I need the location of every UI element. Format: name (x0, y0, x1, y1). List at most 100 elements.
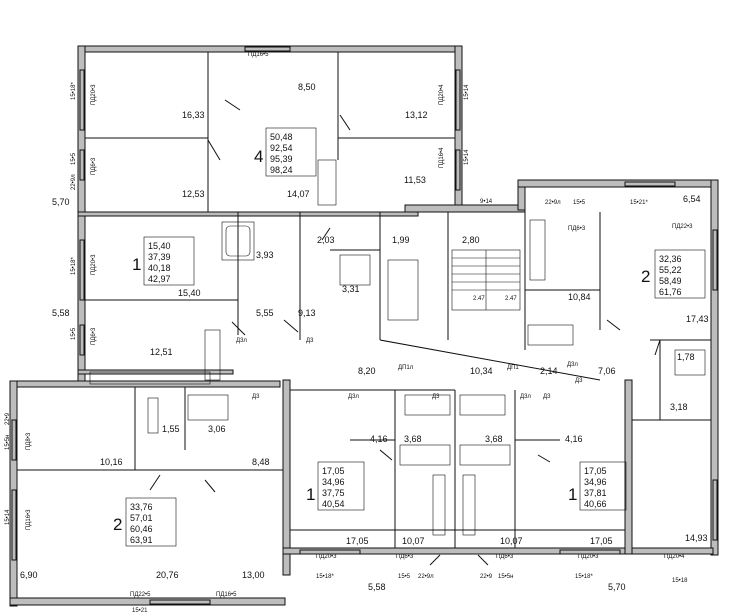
room-area: 3,68 (404, 434, 422, 444)
doors (149, 99, 661, 566)
tag: Д3л (567, 362, 578, 368)
tag: ПД16•5 (216, 592, 237, 598)
room-area: 8,48 (252, 457, 270, 467)
apt-cr-area-4: 40,66 (584, 499, 607, 509)
apt-top-room-count: 4 (254, 147, 263, 166)
stair-mark-2: 2.47 (505, 296, 517, 302)
room-area: 5,70 (52, 197, 70, 207)
tag: Д3 (543, 394, 551, 400)
room-area: 2,80 (462, 235, 480, 245)
room-area: 11,53 (404, 175, 426, 185)
tag: ПД6•3 (91, 327, 97, 345)
room-area: 16,33 (182, 110, 205, 120)
apt-cl-area-1: 17,05 (322, 466, 345, 476)
room-area: 13,00 (242, 570, 265, 580)
room-area: 10,07 (500, 536, 523, 546)
tag: Д3 (575, 378, 583, 384)
room-area: 10,16 (100, 457, 123, 467)
room-area: 5,70 (608, 582, 626, 592)
apartment-1room-center-right: 1 17,05 34,96 37,81 40,66 4,16 3,68 17,0… (485, 434, 708, 592)
tag: 15•5 (71, 152, 77, 165)
apt-cr-area-3: 37,81 (584, 488, 607, 498)
apt-cr-room-count: 1 (568, 485, 577, 504)
tag: 15•21 (132, 608, 148, 614)
room-area: 3,18 (670, 402, 688, 412)
room-area: 6,54 (683, 194, 701, 204)
tag: ПД20•3 (91, 254, 97, 275)
apt-left-room-count: 1 (132, 255, 141, 274)
tag: Д3 (306, 338, 314, 344)
room-area: 10,84 (568, 292, 591, 302)
apt-cl-area-2: 34,96 (322, 477, 345, 487)
tag: Д3 (252, 394, 260, 400)
room-area: 5,58 (368, 582, 386, 592)
tag: ПД22•3 (672, 224, 693, 230)
apt-right-area-2: 55,22 (659, 265, 682, 275)
room-area: 3,93 (256, 250, 274, 260)
apt-left-area-1: 15,40 (148, 241, 171, 251)
stair: 2.47 2.47 (451, 249, 521, 311)
tag: ПД20•4 (439, 84, 445, 105)
tag: 15•5 (71, 327, 77, 340)
stair-mark-1: 2.47 (473, 296, 485, 302)
room-area: 5,58 (52, 308, 70, 318)
tag: 15•18* (575, 574, 593, 580)
room-area: 17,05 (590, 536, 613, 546)
apt-right-area-3: 58,49 (659, 276, 682, 286)
tag: ПД6•3 (496, 554, 514, 560)
tag: ПД20•3 (316, 554, 337, 560)
room-area: 3,06 (208, 424, 226, 434)
apt-top-area-1: 50,48 (270, 132, 293, 142)
room-area: 14,07 (287, 189, 310, 199)
apt-top-area-3: 95,39 (270, 154, 293, 164)
tag: 15•14 (464, 84, 470, 100)
tag: ПД6•3 (91, 157, 97, 175)
tag: ПД20•3 (91, 84, 97, 105)
element-tags: ПД16•5 ПД20•3 15•18* ПД20•4 15•14 ПД16•4… (5, 52, 693, 614)
tag: 15•18* (71, 257, 77, 275)
apt-cr-area-1: 17,05 (584, 466, 607, 476)
tag: 15•14 (464, 149, 470, 165)
windows (11, 46, 718, 605)
apt-cl-area-3: 37,75 (322, 488, 345, 498)
tag: ПД6•3 (396, 554, 414, 560)
apt-cl-room-count: 1 (306, 485, 315, 504)
tag: 15•14 (5, 509, 11, 525)
room-area: 13,12 (405, 110, 428, 120)
room-area: 1,78 (677, 352, 695, 362)
room-area: 12,51 (150, 347, 173, 357)
room-area: 5,55 (256, 308, 274, 318)
tag: 15•5н (498, 574, 513, 580)
apt-bl-area-2: 57,01 (130, 513, 153, 523)
room-area: 10,07 (402, 536, 425, 546)
apt-right-area-4: 61,76 (659, 287, 682, 297)
apartment-1room-left: 1 15,40 37,39 40,18 42,97 3,93 15,40 5,5… (132, 236, 316, 357)
tag: 22•9 (5, 412, 11, 425)
tag: ПД16•5 (248, 52, 269, 58)
tag: Д3 (432, 394, 440, 400)
tag: 22•9 (480, 574, 493, 580)
apt-bl-area-1: 33,76 (130, 502, 153, 512)
tag: ПД22•5 (130, 592, 151, 598)
apartment-1room-center-left: 1 17,05 34,96 37,75 40,54 4,16 3,68 17,0… (306, 434, 425, 592)
apartment-4room: 4 50,48 92,54 95,39 98,24 8,50 16,33 13,… (182, 82, 428, 199)
room-area: 3,31 (342, 284, 360, 294)
room-area: 14,93 (685, 533, 708, 543)
tag: 15•5н (5, 435, 11, 450)
apt-bl-area-4: 63,91 (130, 535, 153, 545)
tag: 9•14 (480, 199, 493, 205)
apartment-2room-bottom-left: 2 33,76 57,01 60,46 63,91 1,55 3,06 10,1… (20, 424, 270, 580)
tag: Д3л (520, 394, 531, 400)
tag: Д3л (236, 338, 247, 344)
tag: 15•5 (573, 200, 586, 206)
room-area: 17,43 (686, 314, 709, 324)
room-area: 17,05 (346, 536, 369, 546)
room-area: 7,06 (598, 366, 616, 376)
tag: ПД6•3 (568, 226, 586, 232)
tag: ДП1л (398, 365, 414, 371)
fixtures (89, 159, 706, 536)
apt-cl-area-4: 40,54 (322, 499, 345, 509)
apt-bl-room-count: 2 (113, 515, 122, 534)
tag: 15•18 (672, 578, 688, 584)
